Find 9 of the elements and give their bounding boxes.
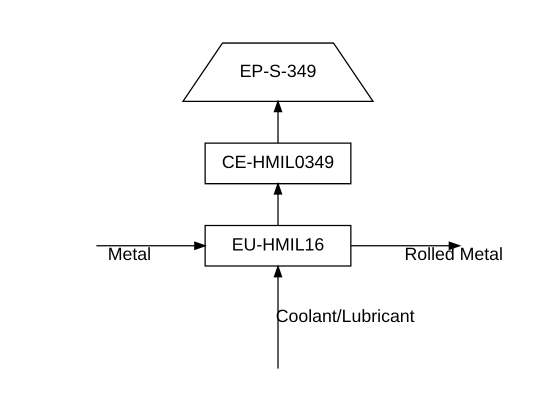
edge-label: Rolled Metal [404,244,503,264]
arrow [274,100,282,143]
arrow [96,241,207,250]
edge-label: Metal [108,244,152,264]
arrow [274,264,282,369]
node-box: CE-HMIL0349 [204,142,352,184]
node-box: EU-HMIL16 [204,224,352,267]
arrow [274,182,282,226]
arrow [351,241,462,250]
